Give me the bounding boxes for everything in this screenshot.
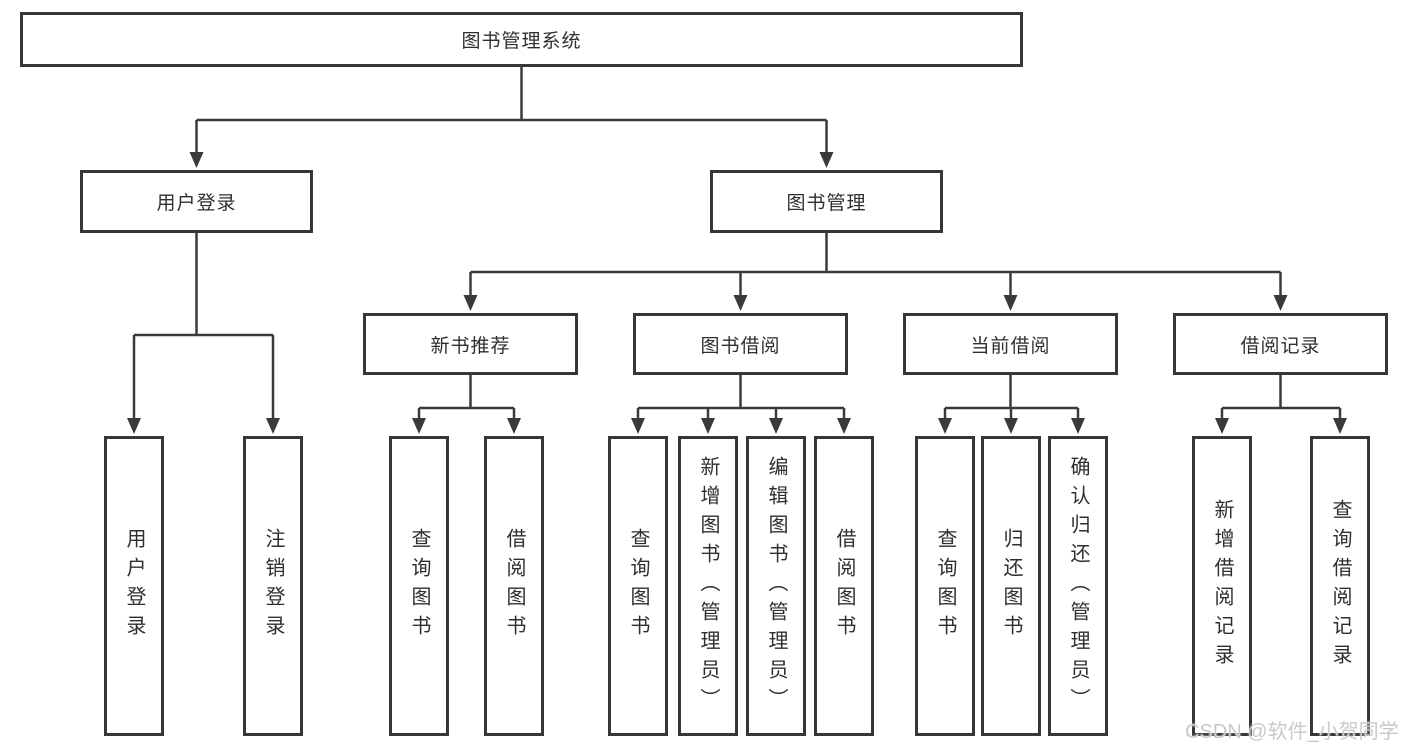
node-book-borrow: 图书借阅 bbox=[633, 313, 848, 375]
leaf-add-borrow-record: 新增借阅记录 bbox=[1192, 436, 1252, 736]
node-new-book-recommend: 新书推荐 bbox=[363, 313, 578, 375]
leaf-borrow-books-recommend: 借阅图书 bbox=[484, 436, 544, 736]
leaf-label: 查询图书 bbox=[934, 528, 956, 644]
leaf-label: 确认归还（管理员） bbox=[1067, 455, 1089, 717]
leaf-query-books-borrow: 查询图书 bbox=[608, 436, 668, 736]
leaf-label: 编辑图书（管理员） bbox=[765, 455, 787, 717]
leaf-return-books: 归还图书 bbox=[981, 436, 1041, 736]
leaf-label: 查询借阅记录 bbox=[1329, 499, 1351, 673]
leaf-label: 查询图书 bbox=[627, 528, 649, 644]
leaf-query-borrow-record: 查询借阅记录 bbox=[1310, 436, 1370, 736]
leaf-label: 借阅图书 bbox=[503, 528, 525, 644]
node-root-system: 图书管理系统 bbox=[20, 12, 1023, 67]
leaf-borrow-books: 借阅图书 bbox=[814, 436, 874, 736]
leaf-label: 查询图书 bbox=[408, 528, 430, 644]
node-user-login: 用户登录 bbox=[80, 170, 313, 233]
leaf-edit-books-admin: 编辑图书（管理员） bbox=[746, 436, 806, 736]
leaf-label: 注销登录 bbox=[262, 528, 284, 644]
leaf-query-books-recommend: 查询图书 bbox=[389, 436, 449, 736]
node-current-borrow: 当前借阅 bbox=[903, 313, 1118, 375]
leaf-label: 用户登录 bbox=[123, 528, 145, 644]
node-borrow-records: 借阅记录 bbox=[1173, 313, 1388, 375]
leaf-confirm-return-admin: 确认归还（管理员） bbox=[1048, 436, 1108, 736]
leaf-label: 新增借阅记录 bbox=[1211, 499, 1233, 673]
leaf-query-books-current: 查询图书 bbox=[915, 436, 975, 736]
leaf-user-login: 用户登录 bbox=[104, 436, 164, 736]
node-book-management: 图书管理 bbox=[710, 170, 943, 233]
leaf-label: 借阅图书 bbox=[833, 528, 855, 644]
leaf-label: 归还图书 bbox=[1000, 528, 1022, 644]
csdn-watermark: CSDN @软件_小贺同学 bbox=[1185, 721, 1399, 743]
leaf-label: 新增图书（管理员） bbox=[697, 455, 719, 717]
leaf-logout: 注销登录 bbox=[243, 436, 303, 736]
leaf-add-books-admin: 新增图书（管理员） bbox=[678, 436, 738, 736]
